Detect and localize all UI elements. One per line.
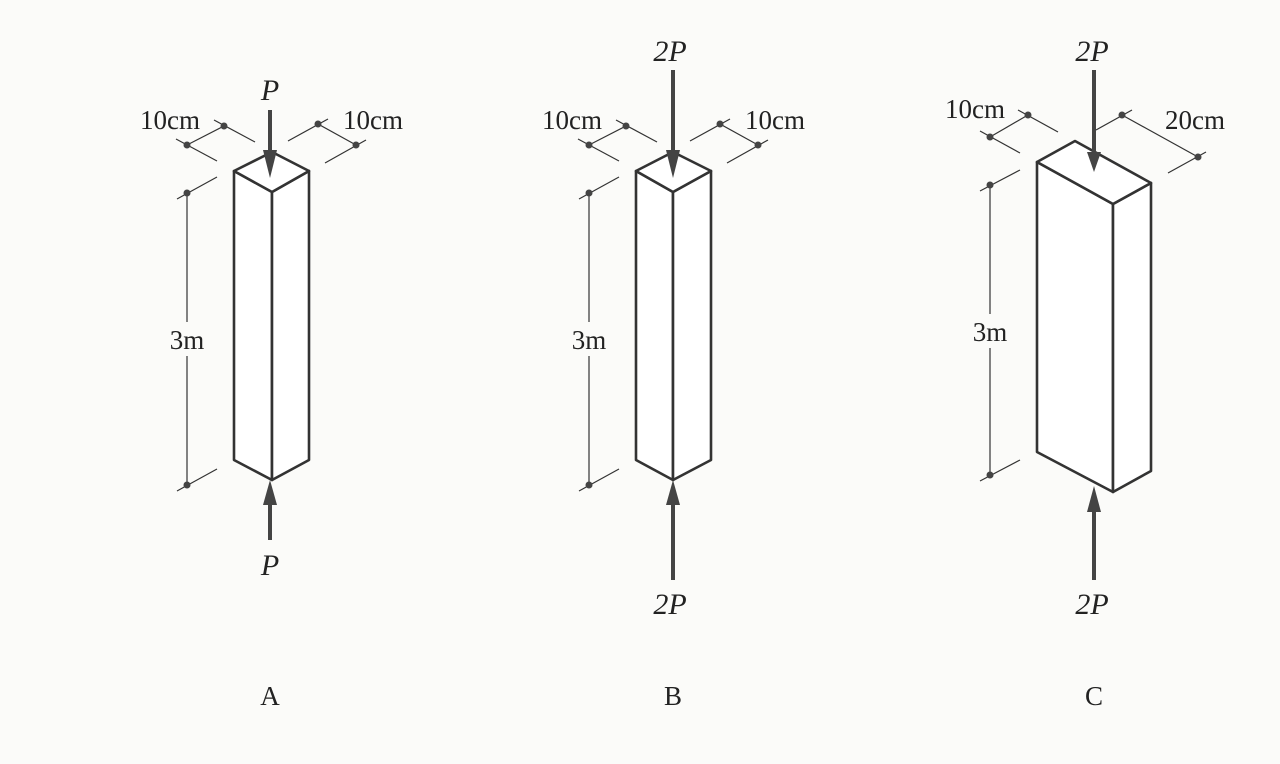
column-b-width-left: 10cm [542,105,602,135]
dimension-dot [585,189,593,197]
dimension-line [719,123,759,146]
dimension-line [176,176,218,200]
dimension-line [577,138,620,162]
column-c-left-face [1035,160,1115,494]
dimension-line [979,459,1021,482]
column-a-height: 3m [170,325,205,355]
dimension-line [287,118,329,142]
dimension-line [324,139,367,164]
dimension-line [588,125,627,146]
dimension-line [175,138,218,162]
dimension-line [578,176,620,200]
dimension-dot [716,120,724,128]
dimension-dot [183,189,191,197]
column-a-left-face [232,169,274,482]
column-a-label: A [260,681,280,711]
dimension-dot [1118,111,1126,119]
dimension-dot [1024,111,1032,119]
column-a-right-face [270,169,311,482]
column-a-bottom-load: P [260,549,279,582]
dimension-line [578,468,620,492]
dimension-line [317,123,357,146]
dimension-dot [183,481,191,489]
column-a-width-right: 10cm [343,105,403,135]
dimension-line [726,139,769,164]
column-a-width-left: 10cm [140,105,200,135]
column-c-width-right: 20cm [1165,105,1225,135]
dimension-line [689,118,731,142]
arrowhead-icon [263,480,277,505]
arrowhead-icon [666,150,680,178]
dimension-dot [585,481,593,489]
dimension-line [176,468,218,492]
dimension-line [979,130,1021,154]
column-c-label: C [1085,681,1103,711]
dimension-line [186,125,225,146]
column-b-bottom-load: 2P [653,588,686,621]
column-b-left-face [634,169,675,482]
column-b-top-load: 2P [653,35,686,68]
column-c-top-face [1035,139,1153,206]
column-a: P P 10cm 10cm 3m A [140,74,403,711]
dimension-line [615,119,658,143]
dimension-line [1121,114,1199,158]
column-c-top-load: 2P [1075,35,1108,68]
arrowhead-icon [1087,486,1101,512]
column-b-right-face [671,169,713,482]
dimension-line [1095,109,1133,131]
column-c-bottom-load: 2P [1075,588,1108,621]
column-c-width-left: 10cm [945,94,1005,124]
column-c-right-face [1111,181,1153,494]
dimension-line [989,114,1029,138]
dimension-dot [183,141,191,149]
column-b: 2P 2P 10cm 10cm 3m B [542,35,805,711]
dimension-dot [986,471,994,479]
column-b-height: 3m [572,325,607,355]
arrowhead-icon [1087,152,1101,172]
arrowhead-icon [263,150,277,178]
dimension-line [213,119,256,143]
dimension-dot [1194,153,1202,161]
dimension-dot [986,181,994,189]
dimension-dot [622,122,630,130]
column-c-height: 3m [973,317,1008,347]
dimension-dot [220,122,228,130]
column-a-top-load: P [260,74,279,107]
dimension-dot [585,141,593,149]
dimension-dot [352,141,360,149]
dimension-dot [754,141,762,149]
dimension-dot [314,120,322,128]
dimension-line [979,169,1021,192]
dimension-dot [986,133,994,141]
column-c: 2P 2P 10cm 20cm 3m C [945,35,1225,711]
column-b-label: B [664,681,682,711]
column-b-width-right: 10cm [745,105,805,135]
dimension-line [1017,109,1059,133]
arrowhead-icon [666,480,680,505]
